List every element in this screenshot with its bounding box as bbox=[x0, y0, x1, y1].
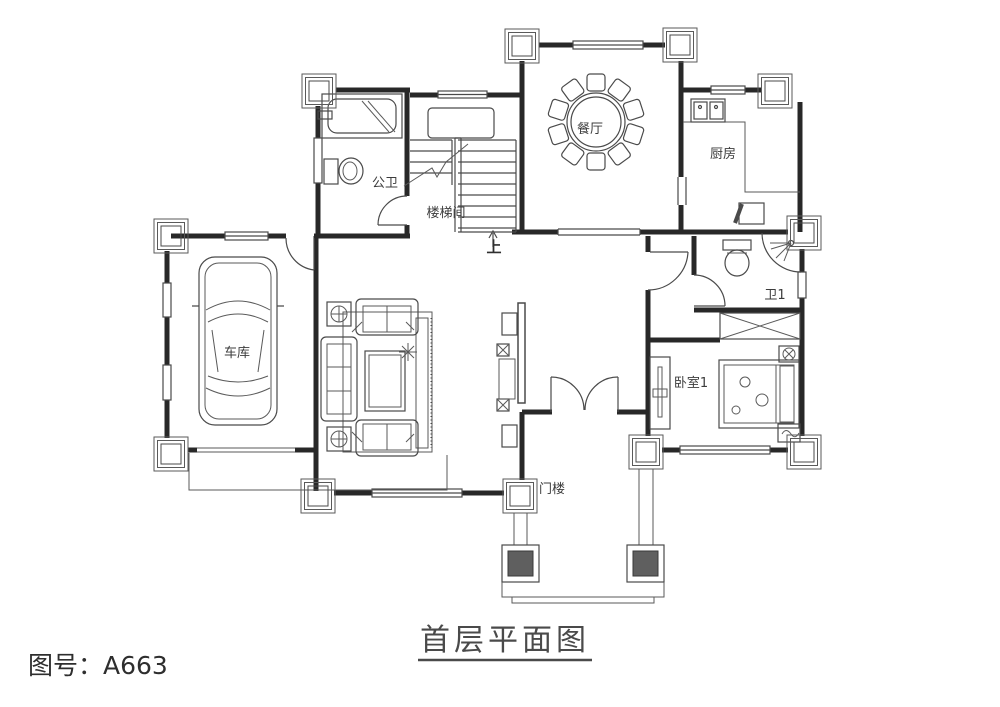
door-public-bath bbox=[377, 195, 408, 226]
window-garage-west-2 bbox=[162, 364, 172, 401]
window-bedroom-south bbox=[679, 445, 771, 455]
door-hall-nook bbox=[647, 251, 689, 291]
kitchen-sink bbox=[690, 98, 726, 123]
window-garage-west-1 bbox=[162, 282, 172, 318]
bed bbox=[718, 359, 800, 429]
sofa-top bbox=[355, 298, 419, 336]
car bbox=[192, 256, 284, 426]
nightstand-bottom bbox=[777, 423, 801, 443]
driveway bbox=[188, 447, 448, 491]
room-labels: 餐厅 厨房 公卫 楼梯间 上 车库 卫1 卧室1 门楼 bbox=[224, 121, 786, 497]
label-bath1: 卫1 bbox=[764, 288, 785, 303]
tv-set bbox=[498, 358, 516, 400]
window-stair-north bbox=[437, 90, 488, 99]
drawing-number: 图号：A663 bbox=[28, 651, 168, 680]
label-dining: 餐厅 bbox=[577, 121, 603, 137]
corner-columns bbox=[153, 27, 822, 514]
toilet-public bbox=[323, 157, 364, 185]
tv-wall bbox=[496, 302, 526, 448]
sofa-left bbox=[320, 336, 358, 422]
label-up: 上 bbox=[486, 238, 501, 256]
windows bbox=[162, 40, 807, 498]
nightstand-top bbox=[778, 345, 800, 363]
walls bbox=[164, 42, 805, 496]
closet-box bbox=[719, 312, 801, 340]
window-living-south bbox=[371, 488, 463, 498]
stove bbox=[733, 202, 765, 225]
window-dining-north bbox=[572, 40, 644, 50]
speaker-bottom bbox=[496, 398, 510, 412]
doors bbox=[285, 195, 726, 412]
window-garage-north bbox=[224, 231, 269, 241]
public-bath-fixtures bbox=[317, 93, 403, 185]
porch-column-right bbox=[626, 544, 665, 583]
door-entry-double bbox=[550, 376, 619, 412]
kitchen-fixtures bbox=[683, 98, 800, 225]
sofa-bottom bbox=[355, 419, 419, 457]
plant bbox=[399, 343, 417, 361]
living-room-furniture bbox=[320, 298, 433, 457]
door-bath1 bbox=[693, 274, 726, 307]
speaker-top bbox=[496, 343, 510, 357]
toilet-bath1 bbox=[722, 239, 752, 277]
label-stairwell: 楼梯间 bbox=[426, 206, 465, 221]
coffee-table bbox=[364, 350, 406, 412]
side-table-top bbox=[326, 301, 352, 327]
title-block: 首层平面图 图号：A663 bbox=[28, 623, 592, 680]
window-kitchen-north bbox=[710, 85, 746, 95]
bedroom-furniture bbox=[649, 345, 801, 443]
porch bbox=[501, 469, 665, 604]
side-table-bottom bbox=[326, 426, 352, 452]
window-bath1-east bbox=[797, 271, 807, 299]
bathtub bbox=[317, 93, 403, 139]
stairwell bbox=[403, 107, 517, 247]
window-bath-west bbox=[313, 137, 323, 184]
wardrobe bbox=[649, 356, 671, 430]
label-porch: 门楼 bbox=[539, 482, 565, 497]
up-arrow bbox=[488, 229, 498, 247]
label-kitchen: 厨房 bbox=[710, 146, 736, 162]
corner-shower bbox=[761, 232, 802, 273]
plan-title: 首层平面图 bbox=[420, 623, 590, 658]
label-garage: 车库 bbox=[224, 345, 250, 361]
dining-chairs bbox=[547, 73, 645, 171]
bath1-fixtures bbox=[722, 232, 802, 277]
openings bbox=[557, 177, 687, 236]
door-garage bbox=[285, 237, 315, 271]
label-bedroom1: 卧室1 bbox=[674, 375, 708, 391]
label-public-bath: 公卫 bbox=[372, 176, 398, 191]
dining-table bbox=[547, 73, 645, 171]
porch-column-left bbox=[501, 544, 540, 583]
